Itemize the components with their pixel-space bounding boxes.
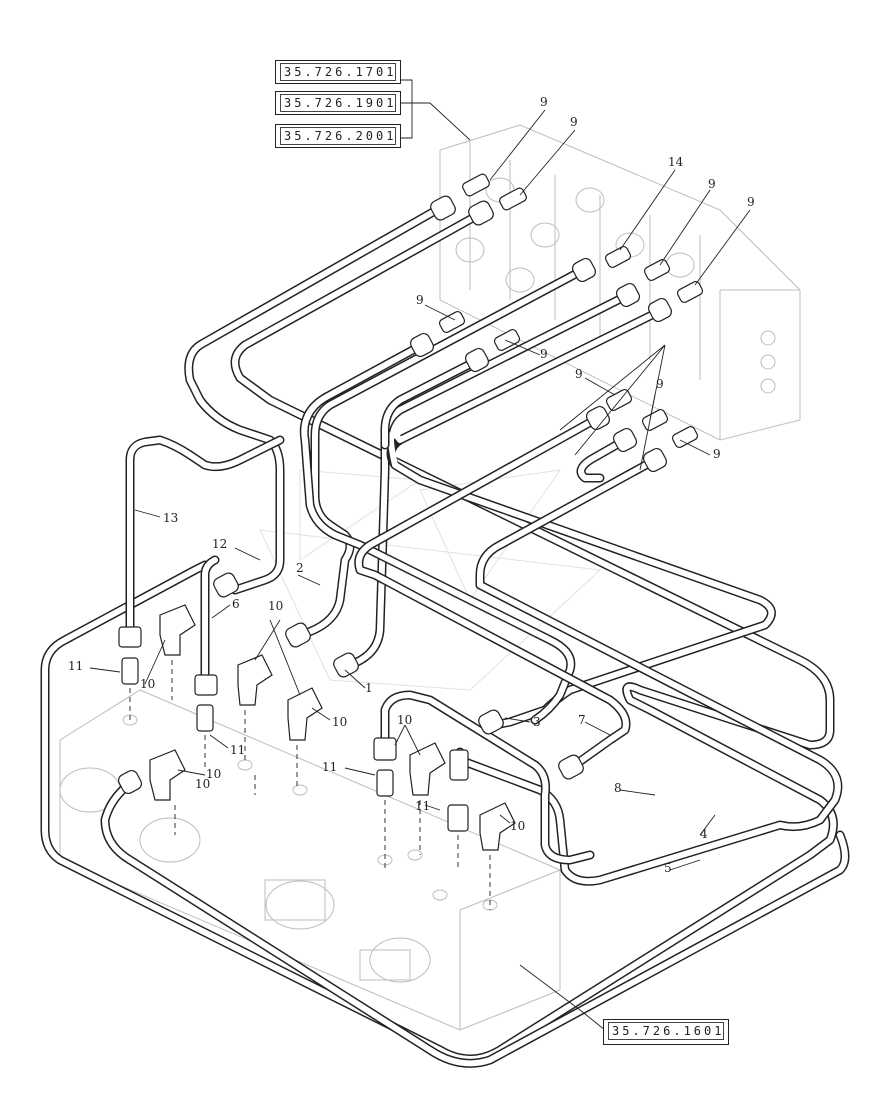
elbow-fitting (237, 654, 273, 706)
adapter-fitting (438, 310, 466, 334)
reference-box-label: 35.726.1901 (280, 94, 396, 112)
straight-fitting (118, 626, 142, 685)
reference-box-2001[interactable]: 35.726.2001 (275, 124, 401, 148)
callout-9: 9 (540, 347, 548, 361)
dash-lines (129, 660, 491, 910)
callout-11: 11 (68, 659, 83, 673)
callout-11: 11 (230, 743, 245, 757)
callout-9: 9 (713, 447, 721, 461)
nut-fitting (285, 622, 311, 648)
callout-10: 10 (397, 713, 412, 727)
nut-fitting (468, 200, 494, 226)
callout-13: 13 (163, 511, 178, 525)
nut-fitting (333, 652, 359, 678)
nut-fitting (571, 257, 597, 283)
nut-fitting (647, 297, 673, 323)
callout-10: 10 (268, 599, 283, 613)
callout-7: 7 (578, 713, 586, 727)
adapter-fitting (604, 245, 632, 269)
straight-fitting (373, 737, 397, 797)
reference-box-label: 35.726.2001 (280, 127, 396, 145)
reference-box-label: 35.726.1701 (280, 63, 396, 81)
reference-box-label: 35.726.1601 (608, 1022, 724, 1040)
callout-9: 9 (570, 115, 578, 129)
nut-fitting (612, 427, 638, 453)
adapter-fitting (671, 425, 699, 449)
callout-10: 10 (332, 715, 347, 729)
callout-9: 9 (575, 367, 583, 381)
callout-9: 9 (747, 195, 755, 209)
elbow-fitting (479, 802, 516, 851)
nut-fitting (615, 282, 641, 308)
nut-fitting (409, 332, 435, 358)
reference-box-1901[interactable]: 35.726.1901 (275, 91, 401, 115)
callout-4: 4 (700, 827, 708, 841)
callout-10: 10 (195, 777, 210, 791)
nut-fitting (213, 572, 239, 598)
callout-9: 9 (708, 177, 716, 191)
callout-11: 11 (322, 760, 337, 774)
callout-11: 11 (415, 799, 430, 813)
callout-5: 5 (664, 861, 672, 875)
reference-box-1601[interactable]: 35.726.1601 (603, 1019, 729, 1045)
elbow-fitting (287, 687, 323, 741)
callout-9: 9 (656, 377, 664, 391)
adapter-fitting (676, 280, 704, 304)
elbow-fitting (159, 604, 196, 656)
adapter-fitting (643, 258, 671, 282)
nut-fitting (478, 709, 504, 735)
nut-fitting (430, 195, 456, 221)
callout-14: 14 (668, 155, 684, 169)
adapter-fitting (499, 187, 527, 211)
elbow-fitting (409, 742, 446, 796)
reference-box-1701[interactable]: 35.726.1701 (275, 60, 401, 84)
callout-2: 2 (296, 561, 304, 575)
callout-numbers: 9 9 14 9 9 9 9 9 9 9 13 12 2 6 10 1 11 1… (68, 95, 755, 875)
leader-lines (89, 79, 751, 1031)
callout-10: 10 (140, 677, 155, 691)
adapter-fitting (493, 328, 521, 352)
adapter-fitting (462, 173, 490, 197)
callout-9: 9 (416, 293, 424, 307)
elbow-fitting (149, 749, 186, 801)
callout-8: 8 (614, 781, 622, 795)
nut-fitting (558, 754, 584, 780)
nut-fitting (585, 405, 611, 431)
callout-10: 10 (206, 767, 221, 781)
callout-3: 3 (533, 715, 541, 729)
callout-12: 12 (212, 537, 227, 551)
fittings (117, 173, 704, 851)
straight-fitting (447, 749, 469, 832)
nut-fitting (464, 347, 490, 373)
adapter-fitting (605, 388, 633, 412)
nut-fitting (642, 447, 668, 473)
callout-6: 6 (232, 597, 240, 611)
callout-10: 10 (510, 819, 525, 833)
pipe-group (40, 203, 850, 1068)
adapter-fitting (641, 408, 669, 432)
nut-fitting (117, 769, 143, 795)
callout-9: 9 (540, 95, 548, 109)
straight-fitting (194, 674, 218, 732)
callout-1: 1 (365, 681, 373, 695)
